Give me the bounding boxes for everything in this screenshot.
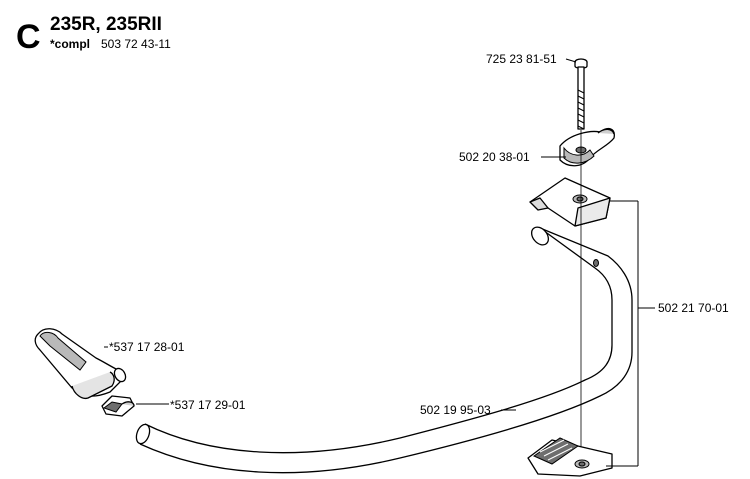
handle-bar-drawing (135, 226, 633, 474)
leader-lines (104, 58, 655, 467)
model-title: 235R, 235RII (50, 14, 162, 35)
part-label-grip: *537 17 28-01 (109, 340, 185, 354)
grip-clip-drawing (101, 395, 135, 417)
part-label-bolt: 725 23 81-51 (486, 52, 557, 66)
compl-label: *compl (50, 37, 90, 51)
part-label-handle-bar: 502 19 95-03 (420, 403, 491, 417)
wing-nut-drawing (559, 127, 615, 167)
bolt-drawing (574, 58, 588, 466)
lower-clamp-drawing (527, 437, 613, 477)
grip-drawing (34, 328, 127, 400)
part-label-wing-nut: 502 20 38-01 (459, 150, 530, 164)
part-label-handle-kit: 502 21 70-01 (658, 301, 729, 315)
section-letter: C (16, 18, 41, 56)
upper-clamp-drawing (529, 177, 611, 227)
part-label-grip-clip: *537 17 29-01 (170, 398, 246, 412)
compl-number: 503 72 43-11 (101, 37, 171, 51)
